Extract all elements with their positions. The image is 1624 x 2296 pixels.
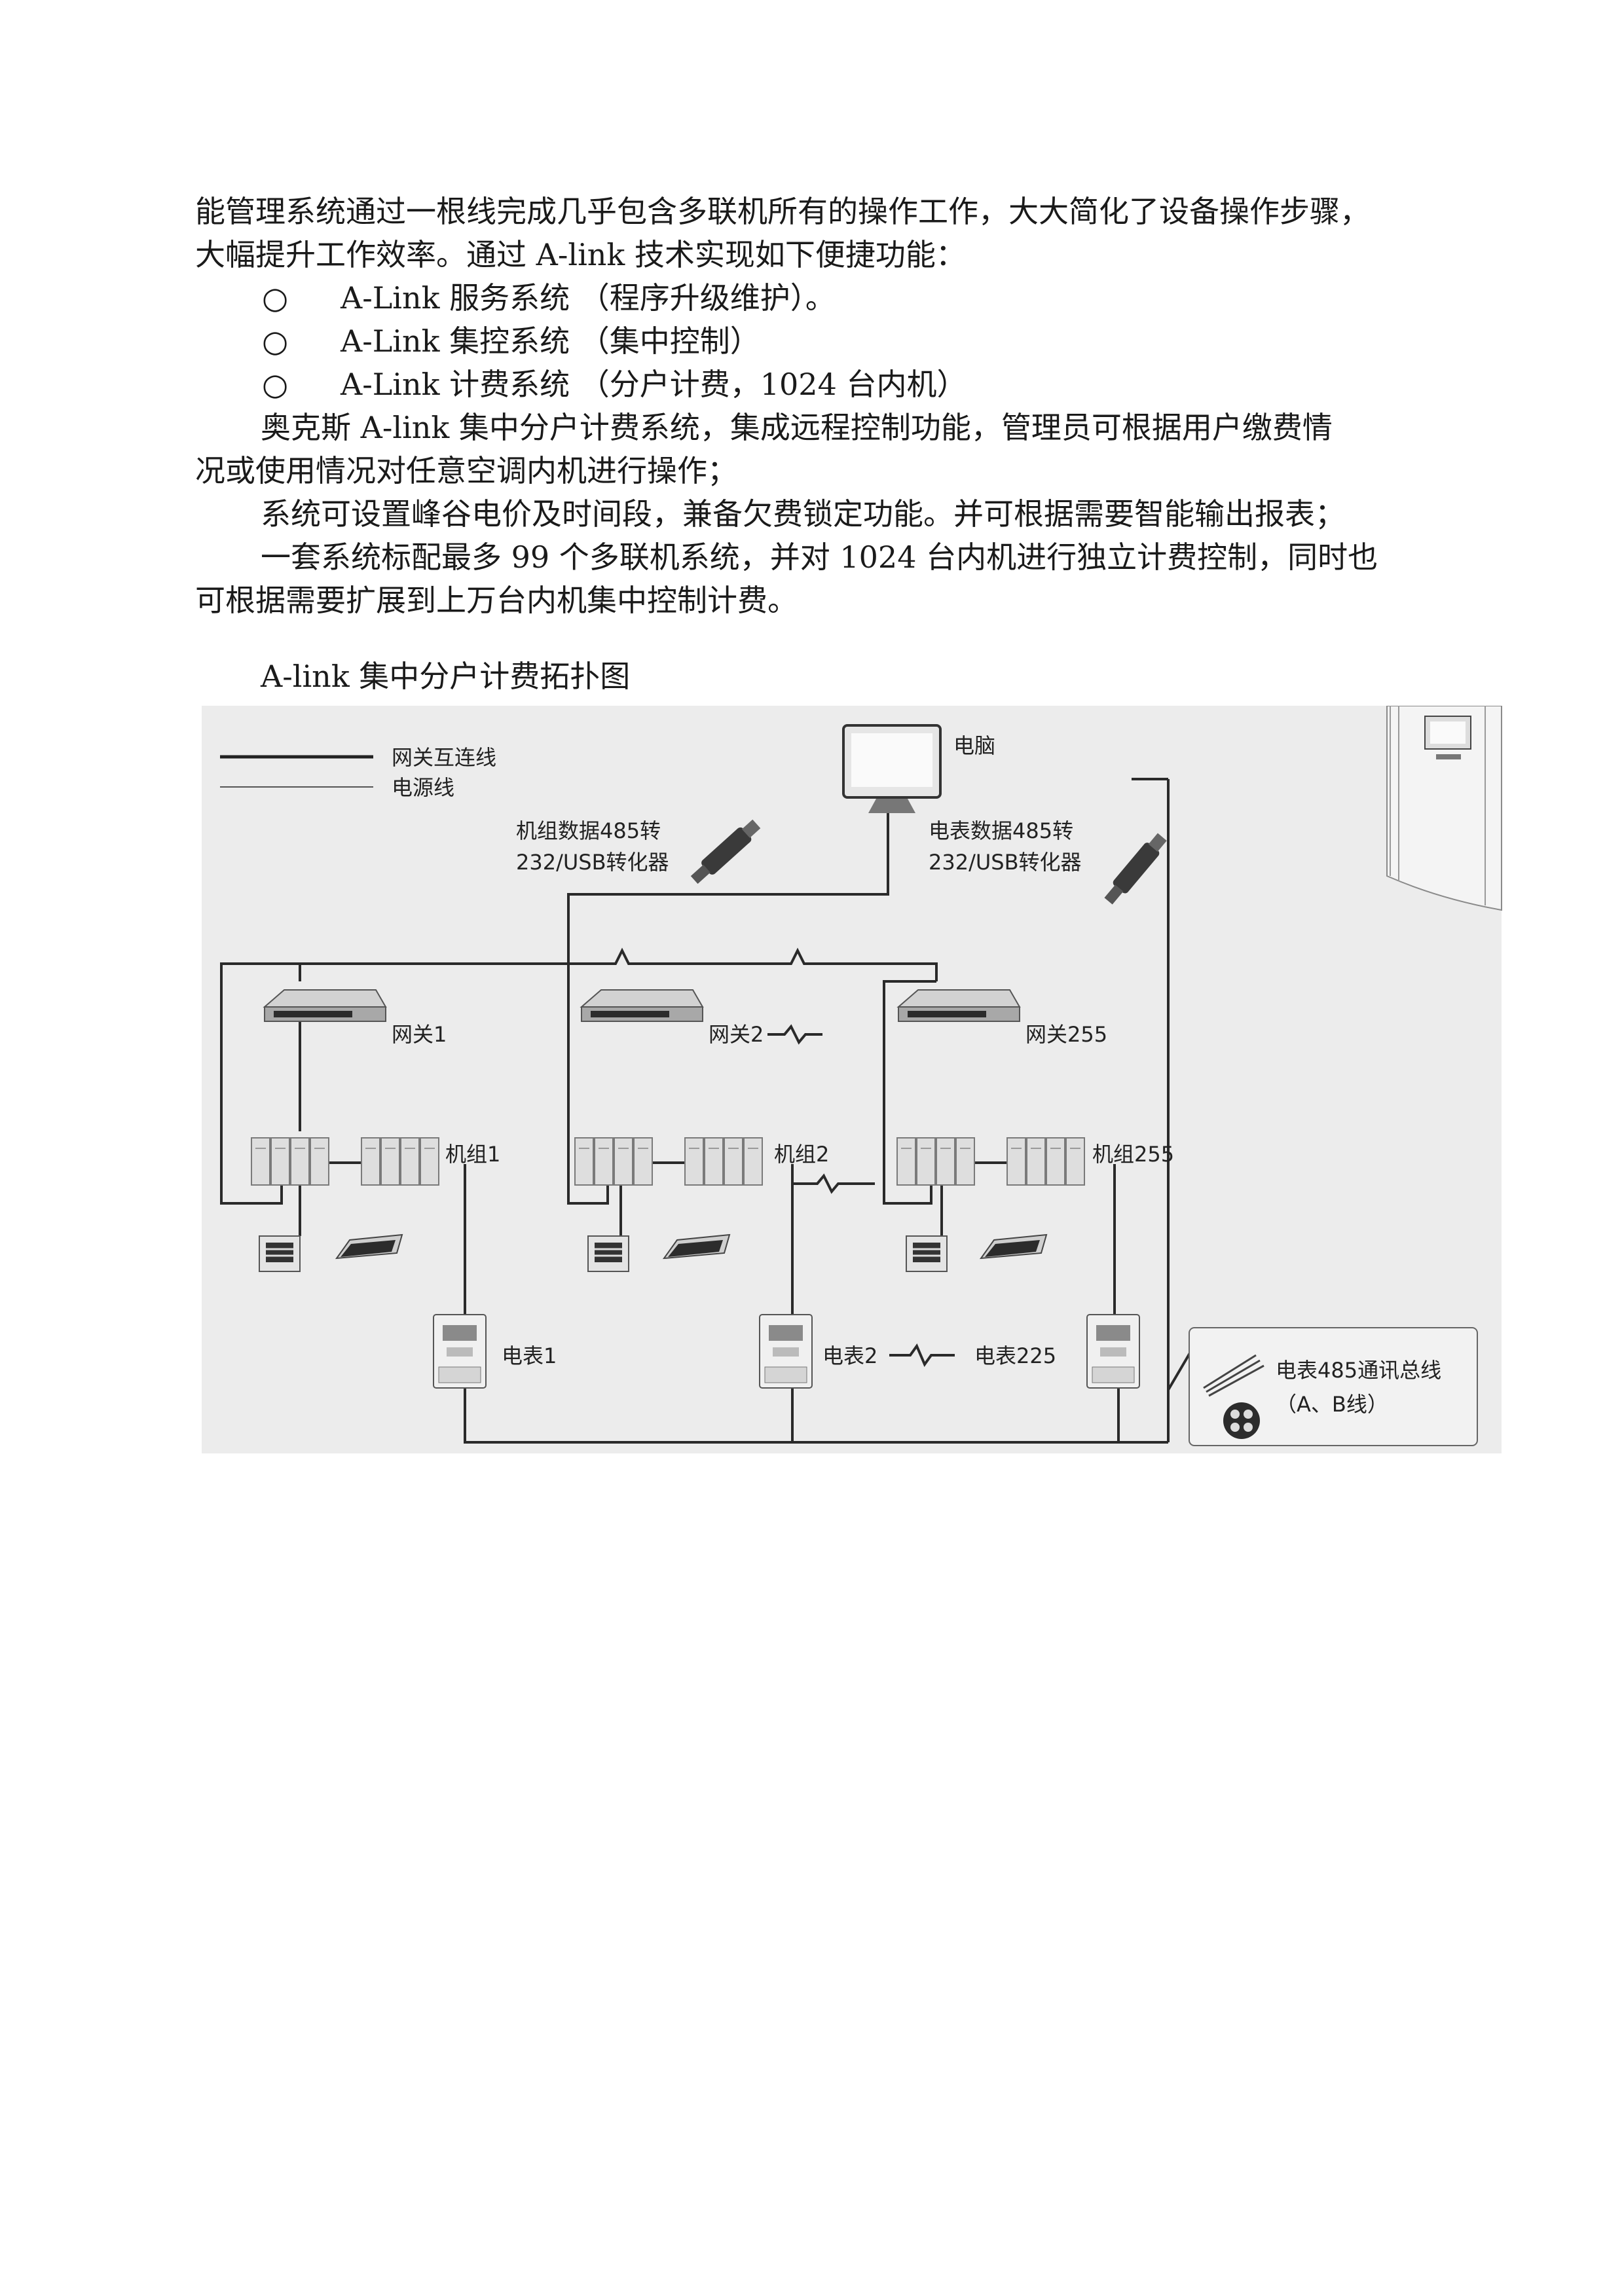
meter-label: 电表225 xyxy=(974,1343,1056,1368)
outdoor-unit-icon xyxy=(251,1137,329,1186)
legend: 网关互连线 电源线 xyxy=(220,745,496,800)
bus-label-line1: 电表485通讯总线 xyxy=(1276,1358,1441,1383)
topology-diagram: 网关互连线 电源线 xyxy=(202,706,1502,1453)
electric-meter-icon xyxy=(433,1314,487,1389)
outdoor-unit-icon xyxy=(574,1137,653,1186)
paragraph-capacity-line1: 一套系统标配最多 99 个多联机系统，并对 1024 台内机进行独立计费控制，同… xyxy=(261,539,1378,575)
legend-gateway-line-label: 网关互连线 xyxy=(392,745,496,770)
cable-cross-section-icon xyxy=(1223,1402,1260,1439)
meter-label: 电表2 xyxy=(822,1343,877,1368)
outdoor-unit-icon xyxy=(1006,1137,1085,1186)
paragraph-billing-system-line1: 奥克斯 A-link 集中分户计费系统，集成远程控制功能，管理员可根据用户缴费情 xyxy=(261,410,1333,445)
bus-label-line2: （A、B线） xyxy=(1276,1392,1388,1417)
cable-icon xyxy=(1203,1354,1264,1397)
cassette-indoor-unit-icon xyxy=(258,1235,301,1273)
meter-converter-label-line2: 232/USB转化器 xyxy=(929,850,1082,875)
computer-label: 电脑 xyxy=(953,733,995,758)
gateway-label: 网关1 xyxy=(392,1022,447,1047)
electric-meter-icon xyxy=(759,1314,813,1389)
circle-bullet-icon: ○ xyxy=(262,280,289,316)
bus-label-box: 电表485通讯总线 （A、B线） xyxy=(1189,1327,1478,1446)
meter-label: 电表1 xyxy=(502,1343,557,1368)
bullet-label: A-Link 计费系统 （分户计费，1024 台内机） xyxy=(341,367,967,402)
circle-bullet-icon: ○ xyxy=(262,323,289,359)
unit-group-label: 机组255 xyxy=(1092,1142,1174,1167)
bullet-item-control: ○ A-Link 集控系统 （集中控制） xyxy=(262,319,760,363)
legend-power-line-label: 电源线 xyxy=(392,775,454,800)
unit-converter-label-line1: 机组数据485转 xyxy=(516,818,661,843)
gateway-label: 网关255 xyxy=(1025,1022,1107,1047)
unit-group-label: 机组2 xyxy=(774,1142,829,1167)
outdoor-unit-icon xyxy=(684,1137,763,1186)
outdoor-unit-icon xyxy=(361,1137,439,1186)
paragraph-billing-system-line2: 况或使用情况对任意空调内机进行操作； xyxy=(195,453,737,488)
electric-meter-icon xyxy=(1086,1314,1140,1389)
paragraph-capacity-line2: 可根据需要扩展到上万台内机集中控制计费。 xyxy=(195,583,798,618)
gateway-label: 网关2 xyxy=(709,1022,764,1047)
gateway-device-icon xyxy=(898,989,1020,1022)
bullet-label: A-Link 集控系统 （集中控制） xyxy=(341,323,760,359)
cassette-indoor-unit-icon xyxy=(587,1235,630,1273)
paragraph-intro-line2: 大幅提升工作效率。通过 A-link 技术实现如下便捷功能： xyxy=(195,237,966,272)
gateway-device-icon xyxy=(581,989,703,1022)
paragraph-peak-valley: 系统可设置峰谷电价及时间段，兼备欠费锁定功能。并可根据需要智能输出报表； xyxy=(261,496,1345,532)
gateway-device-icon xyxy=(264,989,386,1022)
building-graphic xyxy=(1386,706,1502,911)
paragraph-intro-line1: 能管理系统通过一根线完成几乎包含多联机所有的操作工作，大大简化了设备操作步骤， xyxy=(195,194,1370,229)
figure-caption: A-link 集中分户计费拓扑图 xyxy=(261,659,631,694)
bullet-label: A-Link 服务系统 （程序升级维护）。 xyxy=(341,280,836,316)
unit-converter-label-line2: 232/USB转化器 xyxy=(516,850,669,875)
unit-group-label: 机组1 xyxy=(445,1142,500,1167)
cassette-indoor-unit-icon xyxy=(905,1235,948,1273)
outdoor-unit-icon xyxy=(896,1137,975,1186)
computer-monitor-icon xyxy=(842,724,942,813)
circle-bullet-icon: ○ xyxy=(262,367,289,402)
bullet-item-billing: ○ A-Link 计费系统 （分户计费，1024 台内机） xyxy=(262,363,967,406)
bullet-item-service: ○ A-Link 服务系统 （程序升级维护）。 xyxy=(262,276,836,319)
meter-converter-label-line1: 电表数据485转 xyxy=(929,818,1073,843)
